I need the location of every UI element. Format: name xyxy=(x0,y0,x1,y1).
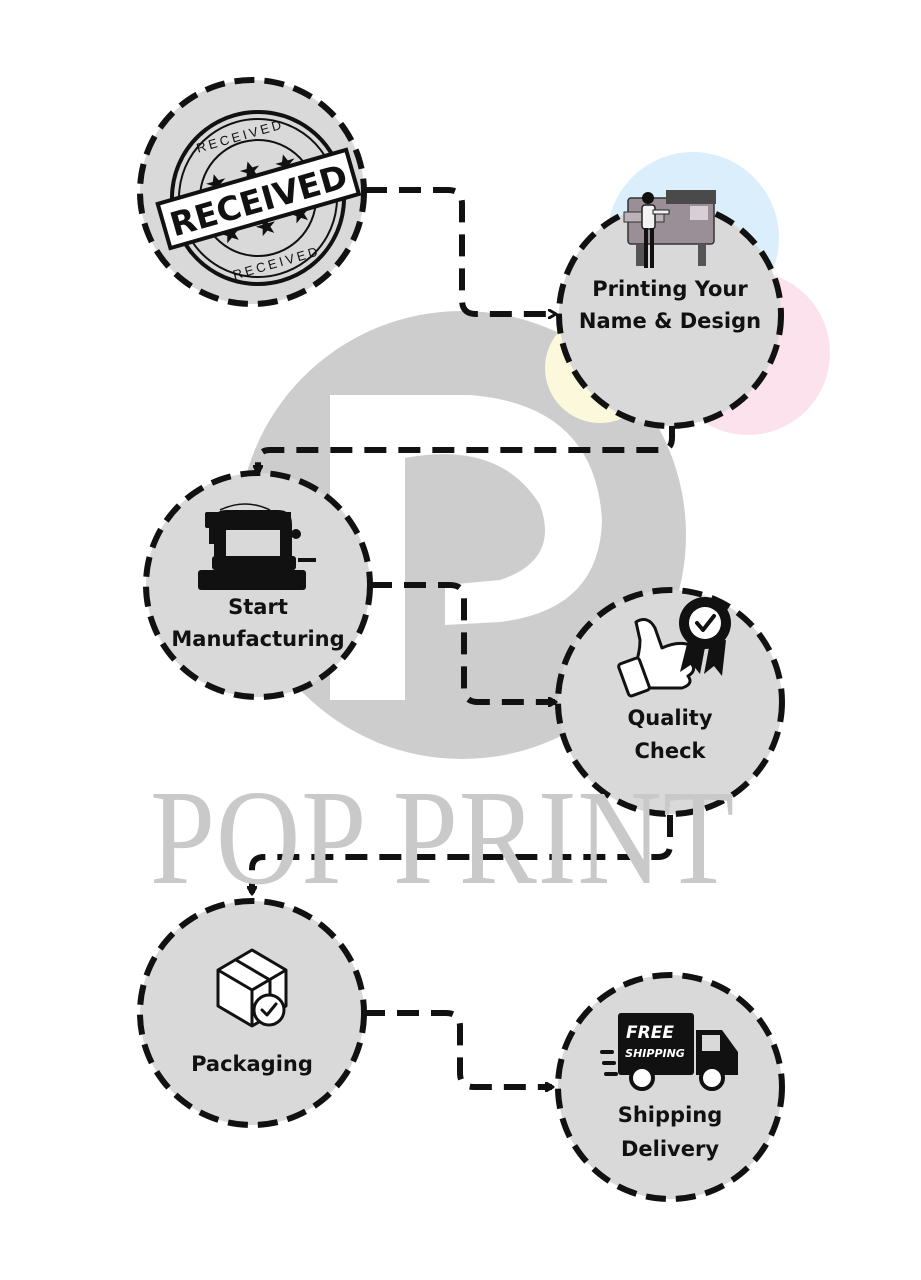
truck-text-free: FREE xyxy=(626,1023,674,1043)
step-packaging-label: Packaging xyxy=(152,1049,352,1081)
step-quality-circle xyxy=(555,587,785,817)
step-shipping-label: Shipping Delivery xyxy=(570,1099,770,1166)
step-shipping-circle xyxy=(555,972,785,1202)
step-manufacturing-label-line-1: Start xyxy=(228,595,288,619)
brand-name-watermark: POP PRINT xyxy=(150,763,736,913)
connector-manufacturing-to-quality xyxy=(370,582,555,702)
thumbs-up-badge-icon xyxy=(617,597,731,698)
step-printing-label: Printing Your Name & Design xyxy=(570,274,770,337)
connector-packaging-to-shipping xyxy=(363,1010,552,1087)
connector-quality-to-packaging xyxy=(252,815,673,893)
step-manufacturing-label: Start Manufacturing xyxy=(158,592,358,655)
connector-printing-to-manufacturing xyxy=(258,425,675,472)
step-quality-label-line-1: Quality xyxy=(627,706,713,730)
sewing-machine-icon xyxy=(198,503,316,590)
box-check-icon xyxy=(216,948,288,1028)
step-shipping-label-line-1: Shipping xyxy=(617,1103,723,1127)
step-shipping-label-line-2: Delivery xyxy=(620,1136,720,1161)
delivery-truck-icon: FREE SHIPPING xyxy=(600,1013,738,1091)
step-manufacturing-label-line-2: Manufacturing xyxy=(171,626,345,651)
printing-machine-icon xyxy=(623,190,716,268)
step-printing-label-line-2: Name & Design xyxy=(578,308,762,333)
step-quality-label: Quality Check xyxy=(570,702,770,767)
truck-text-shipping: SHIPPING xyxy=(625,1047,685,1060)
step-quality-label-line-2: Check xyxy=(634,738,706,763)
flow-connectors xyxy=(252,187,675,1087)
step-printing-label-line-1: Printing Your xyxy=(592,277,748,301)
step-packaging-label-line-1: Packaging xyxy=(191,1052,313,1076)
connector-received-to-printing xyxy=(365,187,555,314)
